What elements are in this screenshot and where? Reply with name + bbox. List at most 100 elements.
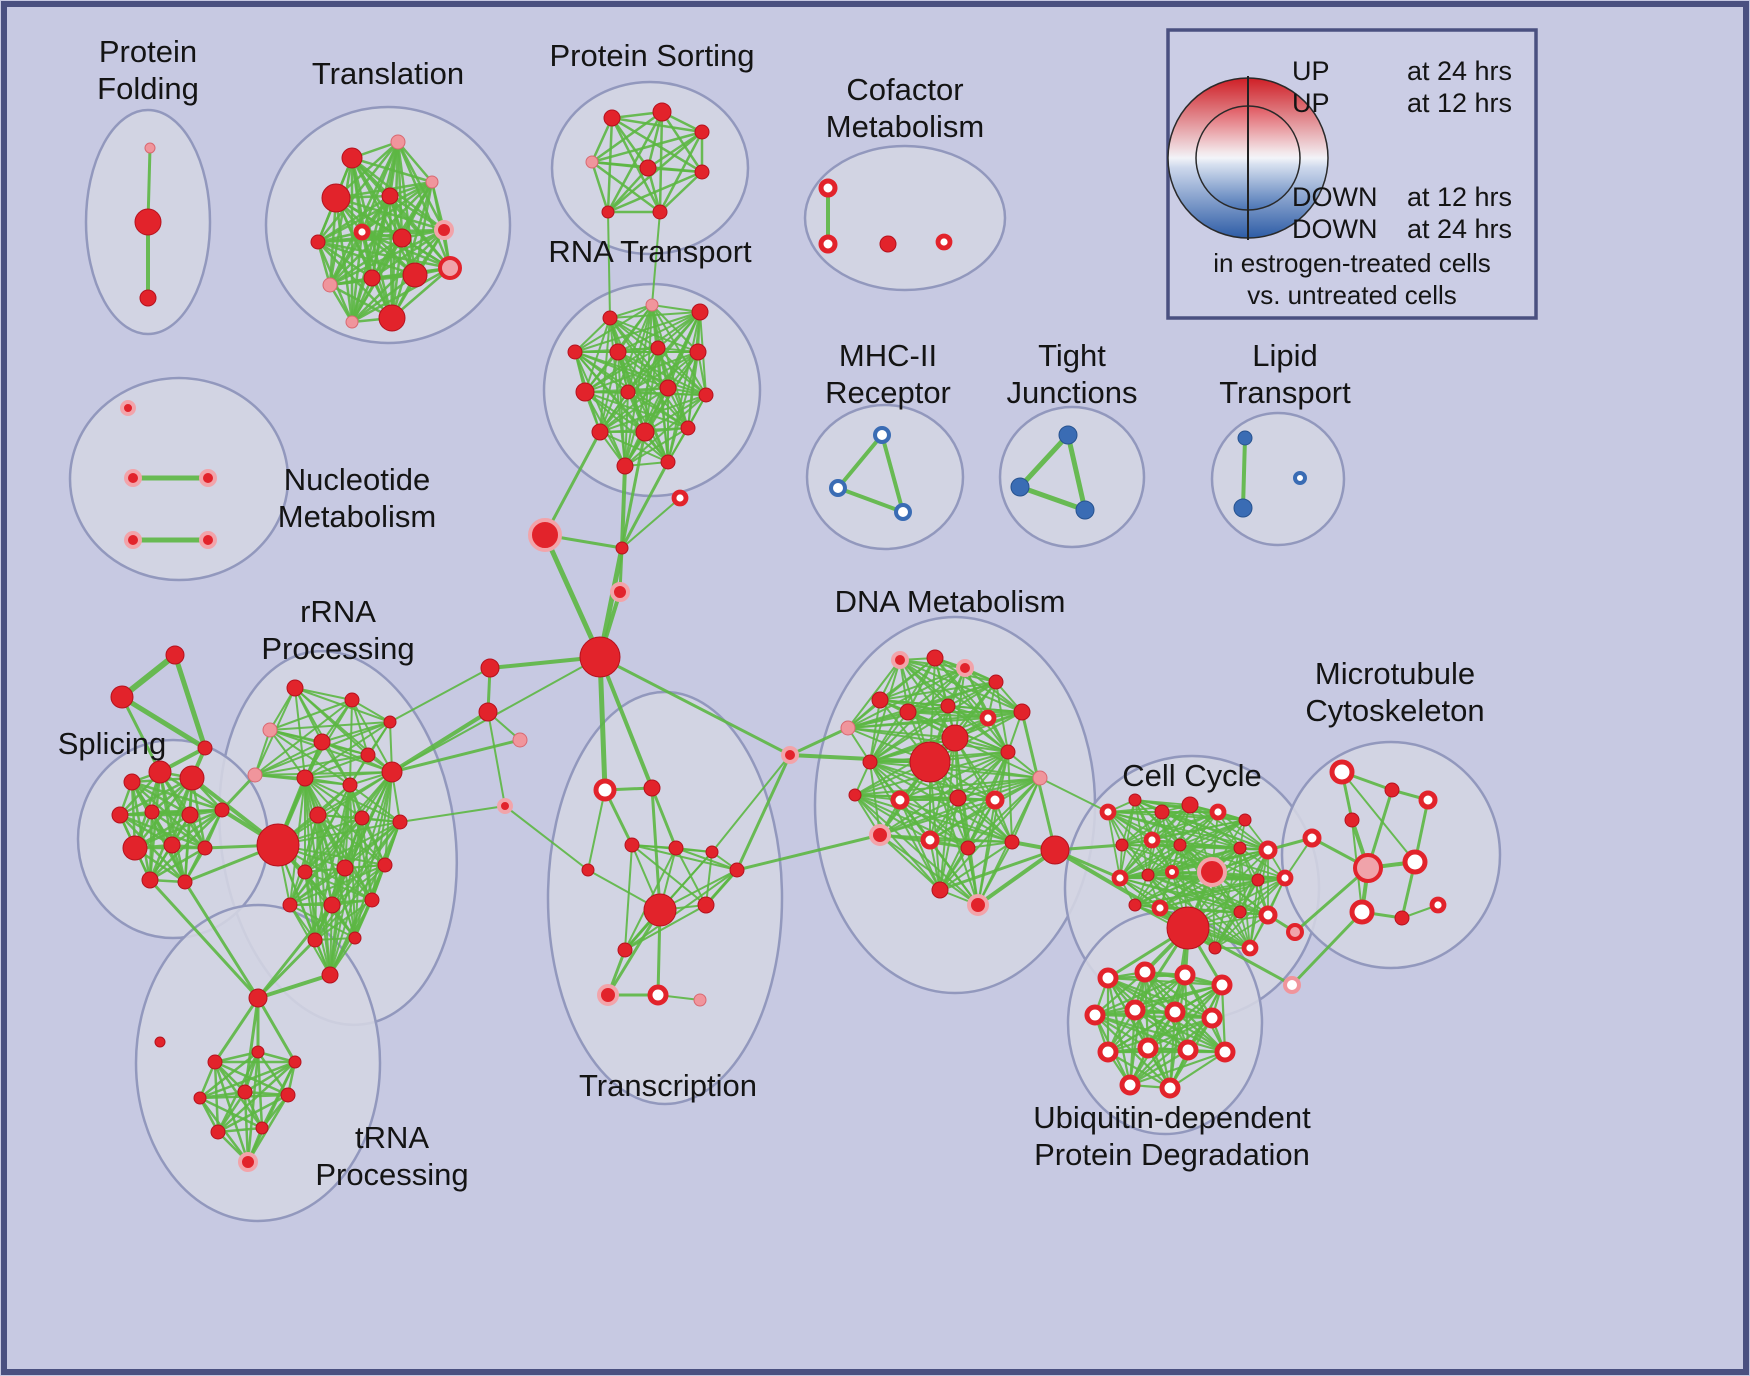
node-ub14[interactable] <box>1159 1077 1181 1099</box>
node-cn3[interactable] <box>528 518 562 552</box>
node-tj2[interactable] <box>1010 477 1030 497</box>
node-tn3[interactable] <box>288 1055 302 1069</box>
node-ps6[interactable] <box>694 164 710 180</box>
node-rr14[interactable] <box>297 864 313 880</box>
node-ub10[interactable] <box>1137 1037 1159 1059</box>
node-tc10[interactable] <box>597 984 619 1006</box>
node-dm22[interactable] <box>967 894 989 916</box>
node-tl3[interactable] <box>321 183 351 213</box>
node-pf1[interactable] <box>144 142 156 154</box>
node-dm3[interactable] <box>891 651 909 669</box>
node-tl1[interactable] <box>341 147 363 169</box>
node-dmh[interactable] <box>909 741 951 783</box>
node-tc8[interactable] <box>729 862 745 878</box>
node-mt2[interactable] <box>1384 782 1400 798</box>
node-cn1[interactable] <box>671 489 689 507</box>
node-cc21[interactable] <box>1208 941 1222 955</box>
node-mt5[interactable] <box>1302 828 1322 848</box>
node-ub11[interactable] <box>1177 1039 1199 1061</box>
node-sp12[interactable] <box>177 874 193 890</box>
node-tl4[interactable] <box>381 187 399 205</box>
node-tn4[interactable] <box>193 1091 207 1105</box>
node-ps7[interactable] <box>601 205 615 219</box>
node-rt12[interactable] <box>591 423 609 441</box>
node-sp3[interactable] <box>179 765 205 791</box>
node-tc1[interactable] <box>593 778 617 802</box>
node-rr15[interactable] <box>336 859 354 877</box>
node-cn2[interactable] <box>615 541 629 555</box>
node-dm17[interactable] <box>869 824 891 846</box>
node-ln1[interactable] <box>1040 835 1070 865</box>
node-cc8[interactable] <box>1143 831 1161 849</box>
node-mt6[interactable] <box>1353 853 1383 883</box>
node-ub2[interactable] <box>1134 961 1156 983</box>
node-tn9[interactable] <box>238 1152 258 1172</box>
node-tc6[interactable] <box>643 893 677 927</box>
node-cc6[interactable] <box>1238 813 1252 827</box>
node-tl14[interactable] <box>345 315 359 329</box>
node-ub12[interactable] <box>1214 1041 1236 1063</box>
node-ub7[interactable] <box>1164 1001 1186 1023</box>
node-rr4[interactable] <box>262 722 278 738</box>
node-dm11[interactable] <box>862 754 878 770</box>
node-pf3[interactable] <box>139 289 157 307</box>
node-dm16[interactable] <box>985 790 1005 810</box>
node-trh[interactable] <box>248 988 268 1008</box>
node-dm19[interactable] <box>960 840 976 856</box>
node-tl8[interactable] <box>392 228 412 248</box>
node-nm3[interactable] <box>199 469 217 487</box>
node-sp5[interactable] <box>144 804 160 820</box>
node-mh1[interactable] <box>873 426 891 444</box>
node-mt11[interactable] <box>1286 923 1304 941</box>
node-tl7[interactable] <box>353 223 371 241</box>
node-nm1[interactable] <box>120 400 136 416</box>
node-ps4[interactable] <box>585 155 599 169</box>
node-cc10[interactable] <box>1233 841 1247 855</box>
node-dm5[interactable] <box>956 659 974 677</box>
node-rt6[interactable] <box>650 340 666 356</box>
node-cc11[interactable] <box>1258 840 1278 860</box>
node-tc13[interactable] <box>581 863 595 877</box>
node-ub1[interactable] <box>1097 967 1119 989</box>
node-lt2[interactable] <box>1233 498 1253 518</box>
node-cn6[interactable] <box>480 658 500 678</box>
node-ub8[interactable] <box>1201 1007 1223 1029</box>
node-tl11[interactable] <box>363 269 381 287</box>
node-tl2[interactable] <box>390 134 406 150</box>
node-ub6[interactable] <box>1124 999 1146 1021</box>
node-cc12[interactable] <box>1111 869 1129 887</box>
node-dm9[interactable] <box>940 698 956 714</box>
node-st2[interactable] <box>110 685 134 709</box>
node-sp2[interactable] <box>148 760 172 784</box>
node-tl5[interactable] <box>425 175 439 189</box>
node-nm2[interactable] <box>124 469 142 487</box>
node-rr6[interactable] <box>360 747 376 763</box>
node-cc16[interactable] <box>1276 869 1294 887</box>
node-cc5[interactable] <box>1209 803 1227 821</box>
node-cn5[interactable] <box>579 636 621 678</box>
node-dm15[interactable] <box>949 789 967 807</box>
node-sp11[interactable] <box>141 871 159 889</box>
node-sp7[interactable] <box>214 802 230 818</box>
node-tc5[interactable] <box>705 845 719 859</box>
node-ub3[interactable] <box>1174 964 1196 986</box>
node-ps3[interactable] <box>694 124 710 140</box>
node-lt1[interactable] <box>1237 430 1253 446</box>
node-cc18[interactable] <box>1151 899 1169 917</box>
node-mt9[interactable] <box>1394 910 1410 926</box>
node-rt9[interactable] <box>620 384 636 400</box>
node-pf2[interactable] <box>134 208 162 236</box>
node-rt8[interactable] <box>575 382 595 402</box>
node-cc1[interactable] <box>1099 803 1117 821</box>
node-nd1[interactable] <box>781 746 799 764</box>
node-nm5[interactable] <box>199 531 217 549</box>
node-mt12[interactable] <box>1283 976 1301 994</box>
node-dm4[interactable] <box>926 649 944 667</box>
node-rr5[interactable] <box>313 733 331 751</box>
node-mh2[interactable] <box>829 479 847 497</box>
node-dm12[interactable] <box>1000 744 1016 760</box>
node-tl10[interactable] <box>322 277 338 293</box>
node-rr2[interactable] <box>344 692 360 708</box>
node-cc17[interactable] <box>1128 898 1142 912</box>
node-rr21[interactable] <box>348 931 362 945</box>
